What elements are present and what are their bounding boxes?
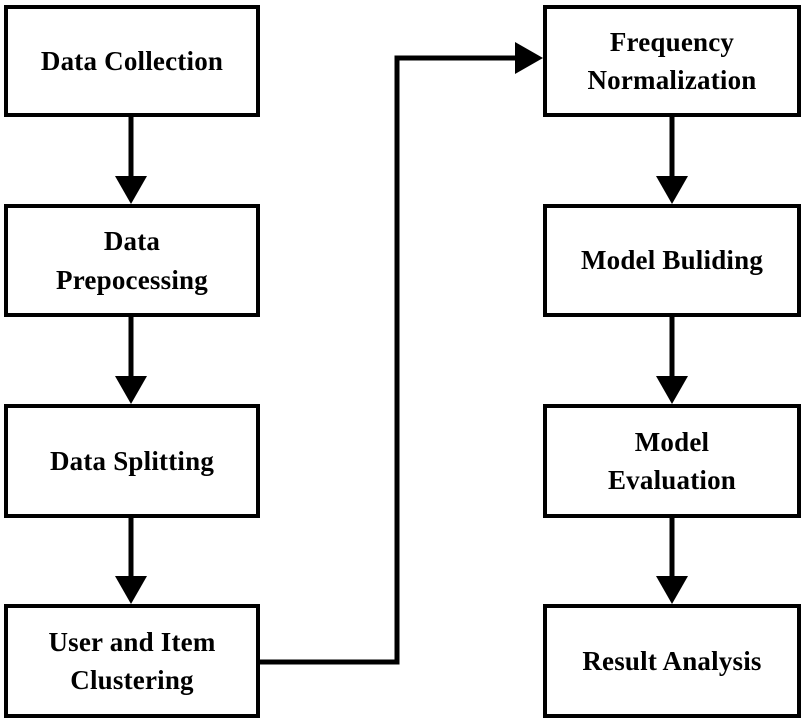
edge-data-collection-to-data-prepocessing (115, 115, 147, 204)
edge-data-splitting-to-user-and-item-clustering (115, 516, 147, 604)
edge-user-and-item-clustering-to-frequency-normalization (258, 42, 543, 665)
node-data-splitting: Data Splitting (4, 404, 260, 518)
node-model-evaluation: Model Evaluation (543, 404, 801, 518)
edge-model-buliding-to-model-evaluation (656, 315, 688, 404)
node-frequency-normalization: Frequency Normalization (543, 5, 801, 117)
node-data-prepocessing: Data Prepocessing (4, 204, 260, 317)
edge-model-evaluation-to-result-analysis (656, 516, 688, 604)
node-user-and-item-clustering: User and Item Clustering (4, 604, 260, 718)
edge-frequency-normalization-to-model-buliding (656, 115, 688, 204)
node-result-analysis: Result Analysis (543, 604, 801, 718)
node-model-buliding: Model Buliding (543, 204, 801, 317)
node-data-collection: Data Collection (4, 5, 260, 117)
edge-data-prepocessing-to-data-splitting (115, 315, 147, 404)
